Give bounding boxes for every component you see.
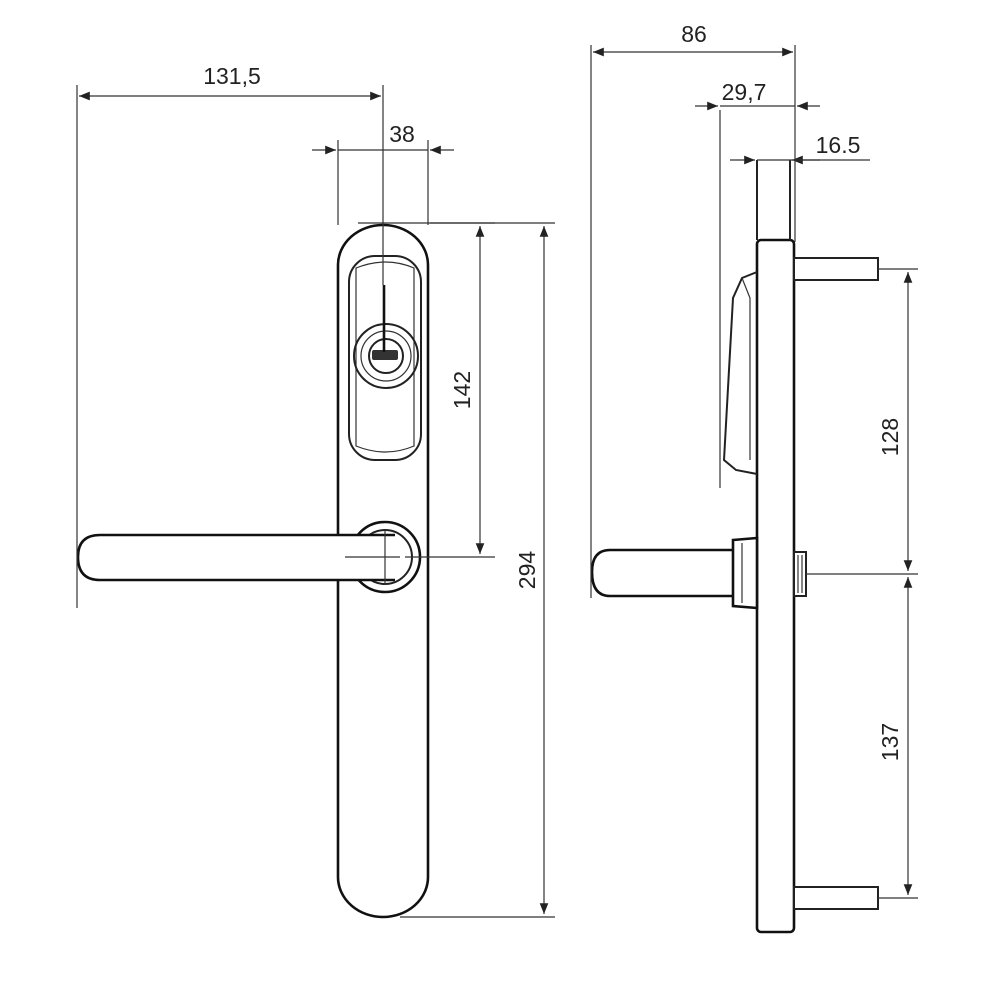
- dim-cylinder-to-handle: 142: [358, 222, 495, 558]
- dim-lower-screw-spacing: 137: [877, 577, 918, 899]
- dim-total-width: 131,5: [76, 63, 384, 608]
- dim-plate-depth: 16.5: [730, 132, 870, 165]
- dim-escutcheon-depth-label: 29,7: [722, 79, 767, 105]
- side-view: 86 29,7 16.5 128 137: [590, 21, 918, 934]
- dim-lower-screw-spacing-label: 137: [877, 723, 903, 761]
- handle-neck-side: [731, 536, 759, 610]
- dim-cylinder-to-handle-label: 142: [449, 371, 475, 409]
- dim-upper-screw-spacing-label: 128: [877, 418, 903, 456]
- escutcheon-side: [722, 271, 758, 475]
- upper-screw: [793, 257, 879, 281]
- dim-plate-width: 38: [312, 121, 454, 225]
- dim-total-height: 294: [400, 222, 555, 918]
- lower-screw: [793, 886, 879, 910]
- dim-total-depth: 86: [590, 21, 796, 598]
- spindle-side: [793, 551, 807, 597]
- front-view: 131,5 38 142 294: [76, 63, 555, 919]
- dim-plate-width-label: 38: [389, 121, 415, 147]
- lever-handle-side: [590, 548, 735, 598]
- dim-plate-depth-label: 16.5: [816, 132, 861, 158]
- backplate-side: [755, 238, 796, 934]
- lever-handle: [76, 533, 395, 582]
- cylinder-escutcheon: [348, 255, 422, 461]
- dim-total-width-label: 131,5: [203, 63, 261, 89]
- dim-escutcheon-depth: 29,7: [695, 79, 820, 111]
- escutcheon-inner-edge: [355, 261, 415, 453]
- dim-upper-screw-spacing: 128: [806, 268, 918, 575]
- dim-total-height-label: 294: [514, 551, 540, 590]
- dim-total-depth-label: 86: [681, 21, 707, 47]
- key-cylinder: [353, 285, 419, 389]
